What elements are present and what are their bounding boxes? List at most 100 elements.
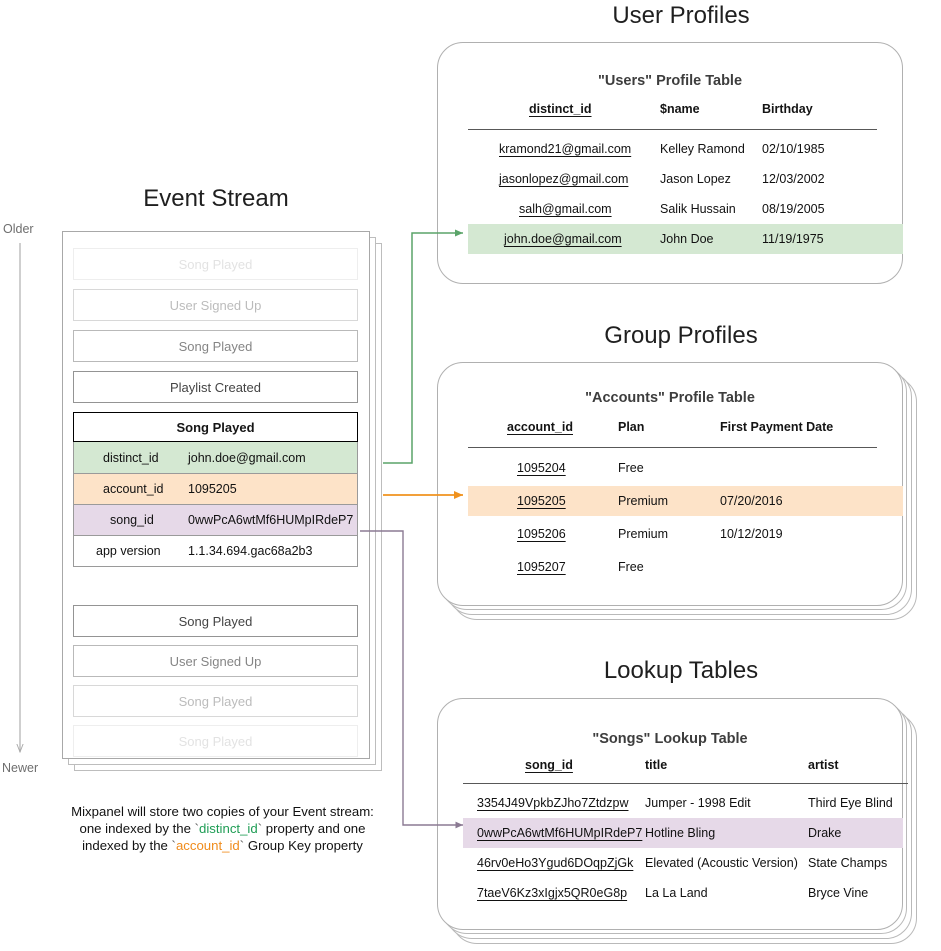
- event-property-key: account_id: [103, 482, 164, 496]
- cell-first-payment: 07/20/2016: [720, 494, 783, 508]
- songs-table-title: "Songs" Lookup Table: [592, 731, 748, 747]
- event-property-value: 0wwPcA6wtMf6HUMpIRdeP7: [188, 513, 354, 527]
- event-card[interactable]: Song Played: [73, 330, 358, 362]
- caption-token-distinct-id: distinct_id: [199, 821, 258, 836]
- cell-birthday: 12/03/2002: [762, 172, 825, 186]
- users-table: distinct_id $name Birthday kramond21@gma…: [437, 102, 903, 254]
- cell-plan: Premium: [618, 527, 669, 541]
- table-row[interactable]: jasonlopez@gmail.com Jason Lopez 12/03/2…: [437, 164, 903, 194]
- table-row[interactable]: 3354J49VpkbZJho7Ztdzpw Jumper - 1998 Edi…: [437, 788, 903, 818]
- caption-line-2: one indexed by the `distinct_id` propert…: [40, 820, 405, 837]
- event-property-value: john.doe@gmail.com: [188, 450, 306, 465]
- event-stream-title: Event Stream: [143, 185, 289, 212]
- cell-artist: Bryce Vine: [808, 886, 869, 900]
- caption-l3-tick1: `: [171, 838, 176, 853]
- event-card[interactable]: Song Played: [73, 248, 358, 280]
- users-table-header: distinct_id $name Birthday: [437, 102, 903, 128]
- table-row[interactable]: kramond21@gmail.com Kelley Ramond 02/10/…: [437, 134, 903, 164]
- cell-title: Hotline Bling: [645, 826, 716, 840]
- cell-name: John Doe: [660, 232, 714, 246]
- event-property-key: app version: [96, 544, 161, 558]
- event-card-label: Song Played: [178, 733, 253, 749]
- caption-line-3: indexed by the `account_id` Group Key pr…: [40, 837, 405, 854]
- event-property-key: song_id: [110, 513, 154, 527]
- table-row[interactable]: 1095206 Premium 10/12/2019: [437, 519, 903, 549]
- event-card-label: User Signed Up: [169, 653, 262, 669]
- caption-l2-b: property and one: [262, 821, 366, 836]
- cell-plan: Free: [618, 461, 644, 475]
- caption-l3-b: Group Key property: [244, 838, 363, 853]
- lookup-tables-face: [437, 698, 903, 930]
- event-property-account-id: account_id 1095205: [73, 474, 358, 505]
- songs-table: song_id title artist 3354J49VpkbZJho7Ztd…: [437, 758, 908, 900]
- users-table-title: "Users" Profile Table: [597, 73, 743, 89]
- caption-l2-tick1: `: [194, 821, 200, 836]
- event-property-distinct-id: distinct_id john.doe@gmail.com: [73, 442, 358, 474]
- cell-first-payment: 10/12/2019: [720, 527, 783, 541]
- cell-song-id: 46rv0eHo3Ygud6DOqpZjGk: [477, 856, 634, 870]
- event-card[interactable]: Playlist Created: [73, 371, 358, 403]
- songs-col-song-id: song_id: [525, 758, 573, 772]
- event-card-label: Song Played: [178, 613, 253, 629]
- event-property-value: 1.1.34.694.gac68a2b3: [188, 544, 313, 558]
- event-card[interactable]: Song Played: [73, 685, 358, 717]
- accounts-table: account_id Plan First Payment Date 10952…: [437, 420, 903, 574]
- accounts-col-plan: Plan: [618, 420, 645, 434]
- table-row[interactable]: salh@gmail.com Salik Hussain 08/19/2005: [437, 194, 903, 224]
- cell-artist: State Champs: [808, 856, 888, 870]
- accounts-col-first-payment: First Payment Date: [720, 420, 834, 434]
- users-col-name: $name: [660, 102, 700, 116]
- cell-birthday: 08/19/2005: [762, 202, 825, 216]
- expanded-event-name: Song Played: [73, 412, 358, 442]
- users-header-rule: [468, 129, 877, 130]
- caption-l3-a: indexed by the: [82, 838, 172, 853]
- event-card-label: User Signed Up: [169, 297, 262, 313]
- event-card[interactable]: User Signed Up: [73, 289, 358, 321]
- group-profiles-face: [437, 362, 903, 606]
- table-row[interactable]: 46rv0eHo3Ygud6DOqpZjGk Elevated (Acousti…: [437, 848, 903, 878]
- event-card[interactable]: Song Played: [73, 605, 358, 637]
- table-row[interactable]: 1095204 Free: [437, 453, 903, 483]
- table-row[interactable]: 1095205 Premium 07/20/2016: [468, 486, 903, 516]
- cell-name: Jason Lopez: [660, 172, 731, 186]
- cell-distinct-id: john.doe@gmail.com: [504, 232, 622, 246]
- group-profiles-panel: "Accounts" Profile Table account_id Plan…: [437, 362, 917, 620]
- table-row[interactable]: 0wwPcA6wtMf6HUMpIRdeP7 Hotline Bling Dra…: [463, 818, 903, 848]
- event-card-label: Song Played: [178, 338, 253, 354]
- cell-account-id: 1095205: [517, 494, 566, 508]
- songs-table-header: song_id title artist: [437, 758, 903, 784]
- caption-line-1: Mixpanel will store two copies of your E…: [71, 804, 374, 819]
- event-card[interactable]: Song Played: [73, 725, 358, 757]
- event-card[interactable]: User Signed Up: [73, 645, 358, 677]
- cell-name: Kelley Ramond: [660, 142, 745, 156]
- group-profiles-title: Group Profiles: [604, 322, 758, 349]
- accounts-table-header: account_id Plan First Payment Date: [437, 420, 903, 446]
- cell-account-id: 1095207: [517, 560, 566, 574]
- cell-plan: Free: [618, 560, 644, 574]
- expanded-event-card[interactable]: Song Played distinct_id john.doe@gmail.c…: [73, 412, 358, 567]
- event-stream-panel: Song Played User Signed Up Song Played P…: [62, 231, 382, 771]
- cell-name: Salik Hussain: [660, 202, 736, 216]
- event-card-label: Playlist Created: [169, 379, 262, 395]
- table-row[interactable]: 7taeV6Kz3xIgjx5QR0eG8p La La Land Bryce …: [437, 878, 903, 908]
- expanded-event-name-label: Song Played: [176, 419, 255, 435]
- event-property-song-id: song_id 0wwPcA6wtMf6HUMpIRdeP7: [73, 505, 358, 536]
- cell-birthday: 11/19/1975: [762, 232, 824, 246]
- cell-song-id: 7taeV6Kz3xIgjx5QR0eG8p: [477, 886, 628, 900]
- table-row[interactable]: 1095207 Free: [437, 552, 903, 582]
- cell-distinct-id: jasonlopez@gmail.com: [499, 172, 629, 186]
- table-row[interactable]: john.doe@gmail.com John Doe 11/19/1975: [468, 224, 903, 254]
- event-card-label: Song Played: [178, 256, 253, 272]
- cell-account-id: 1095206: [517, 527, 566, 541]
- songs-col-artist: artist: [808, 758, 839, 772]
- accounts-header-rule: [468, 447, 877, 448]
- axis-label-older: Older: [3, 222, 34, 236]
- cell-title: La La Land: [645, 886, 708, 900]
- caption-token-account-id: account_id: [175, 838, 240, 853]
- accounts-col-account-id: account_id: [507, 420, 573, 434]
- event-property-app-version: app version 1.1.34.694.gac68a2b3: [73, 536, 358, 567]
- cell-distinct-id: kramond21@gmail.com: [499, 142, 632, 156]
- user-profiles-panel: "Users" Profile Table distinct_id $name …: [437, 42, 903, 284]
- user-profiles-title: User Profiles: [612, 2, 750, 29]
- caption-l2-tick2: `: [257, 821, 263, 836]
